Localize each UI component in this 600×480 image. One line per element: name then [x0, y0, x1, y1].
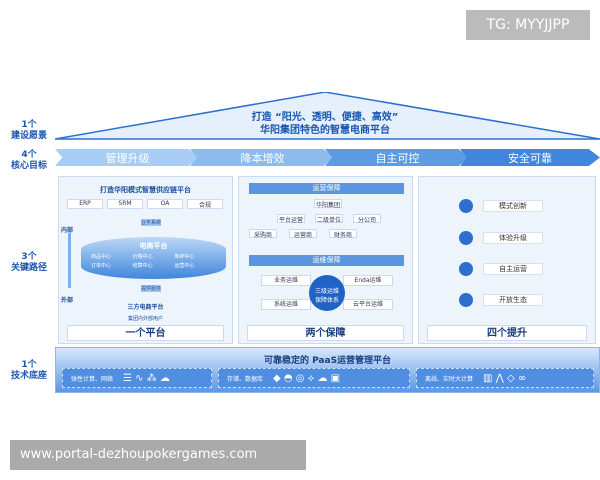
- goal-3: 自主可控: [325, 149, 470, 166]
- col3-footer: 四个提升: [427, 325, 587, 341]
- maint-item: 云平台运维: [343, 299, 393, 310]
- innovation-icon: [459, 199, 473, 213]
- org-node: 采购商: [249, 229, 277, 239]
- goal-4: 安全可靠: [460, 149, 600, 166]
- org-root: 华阳集团: [314, 199, 342, 209]
- col1-footer: 一个平台: [67, 325, 224, 341]
- experience-icon: [459, 231, 473, 245]
- org-node: 二级单位: [315, 214, 343, 224]
- col2-footer: 两个保障: [247, 325, 404, 341]
- system-srm: SRM: [107, 199, 143, 209]
- improve-item: 体验升级: [459, 231, 543, 245]
- analytics-icon: ▥ ⋀ ◇ ∞: [483, 372, 527, 384]
- ecosystem-icon: [459, 293, 473, 307]
- up-arrow: 业务系统: [141, 219, 162, 226]
- outer-label: 外部: [61, 297, 74, 304]
- improve-item: 自主运营: [459, 262, 543, 276]
- improve-item: 模式创新: [459, 199, 543, 213]
- segment-bigdata: 离线、实时大计算▥ ⋀ ◇ ∞: [416, 368, 594, 388]
- column-platform: 打造华阳模式智慧供应链平台 ERP SRM OA 合规 业务系统 内部 外部 电…: [58, 176, 233, 344]
- maint-center: 三级运维保障体系: [309, 275, 345, 311]
- goal-1: 管理升级: [55, 149, 200, 166]
- label-tech: 1个技术底座: [10, 360, 47, 381]
- col1-title: 打造华阳模式智慧供应链平台: [100, 186, 191, 194]
- down-arrow: 提供服务: [141, 285, 162, 292]
- platform-disk: 电商平台 商品中心价格中心库存中心 订单中心结算中心运营中心: [81, 237, 226, 279]
- label-vision: 1个建设愿景: [10, 120, 47, 141]
- database-icon: ◆ ◓ ◎ ⟡ ☁ ▣: [273, 372, 341, 384]
- maint-item: 系统运维: [261, 299, 311, 310]
- base-title: 可靠稳定的 PaaS运营管理平台: [263, 356, 392, 366]
- server-icon: ☰ ∿ ⁂ ☁: [123, 372, 170, 384]
- improve-item: 开放生态: [459, 293, 543, 307]
- goal-2: 降本增效: [190, 149, 335, 166]
- operation-icon: [459, 262, 473, 276]
- system-compliance: 合规: [187, 199, 223, 209]
- vision-line2: 华阳集团特色的智慧电商平台: [260, 125, 390, 136]
- third-party: 三方电商平台: [127, 304, 164, 311]
- maint-title: 运维保障: [249, 255, 404, 266]
- system-oa: OA: [147, 199, 183, 209]
- label-paths: 3个关键路径: [10, 252, 47, 273]
- roof: [55, 92, 600, 140]
- label-goals: 4个核心目标: [10, 150, 47, 171]
- maint-item: 业务运维: [261, 275, 311, 286]
- users: 集团内外部用户: [127, 316, 163, 322]
- org-node: 平台运营: [277, 214, 305, 224]
- column-improve: 模式创新 体验升级 自主运营 开放生态 四个提升: [418, 176, 596, 344]
- system-erp: ERP: [67, 199, 103, 209]
- watermark: TG: MYYJJPP: [466, 10, 590, 40]
- tech-base: 可靠稳定的 PaaS运营管理平台 弹性计算、网络☰ ∿ ⁂ ☁ 存储、数据库◆ …: [55, 347, 600, 393]
- org-node: 分公司: [353, 214, 381, 224]
- footer-url: www.portal-dezhoupokergames.com: [10, 440, 306, 470]
- org-node: 运营商: [289, 229, 317, 239]
- ops-title: 运营保障: [249, 183, 404, 194]
- vision-line1: 打造 “阳光、透明、便捷、高效”: [251, 112, 399, 123]
- column-guarantee: 运营保障 华阳集团 平台运营 二级单位 分公司 采购商 运营商 财务商 运维保障…: [238, 176, 413, 344]
- vertical-arrow: [68, 233, 71, 288]
- org-node: 财务商: [329, 229, 357, 239]
- inner-label: 内部: [61, 227, 74, 234]
- maint-item: Enda运维: [343, 275, 393, 286]
- segment-compute: 弹性计算、网络☰ ∿ ⁂ ☁: [62, 368, 212, 388]
- segment-storage: 存储、数据库◆ ◓ ◎ ⟡ ☁ ▣: [218, 368, 410, 388]
